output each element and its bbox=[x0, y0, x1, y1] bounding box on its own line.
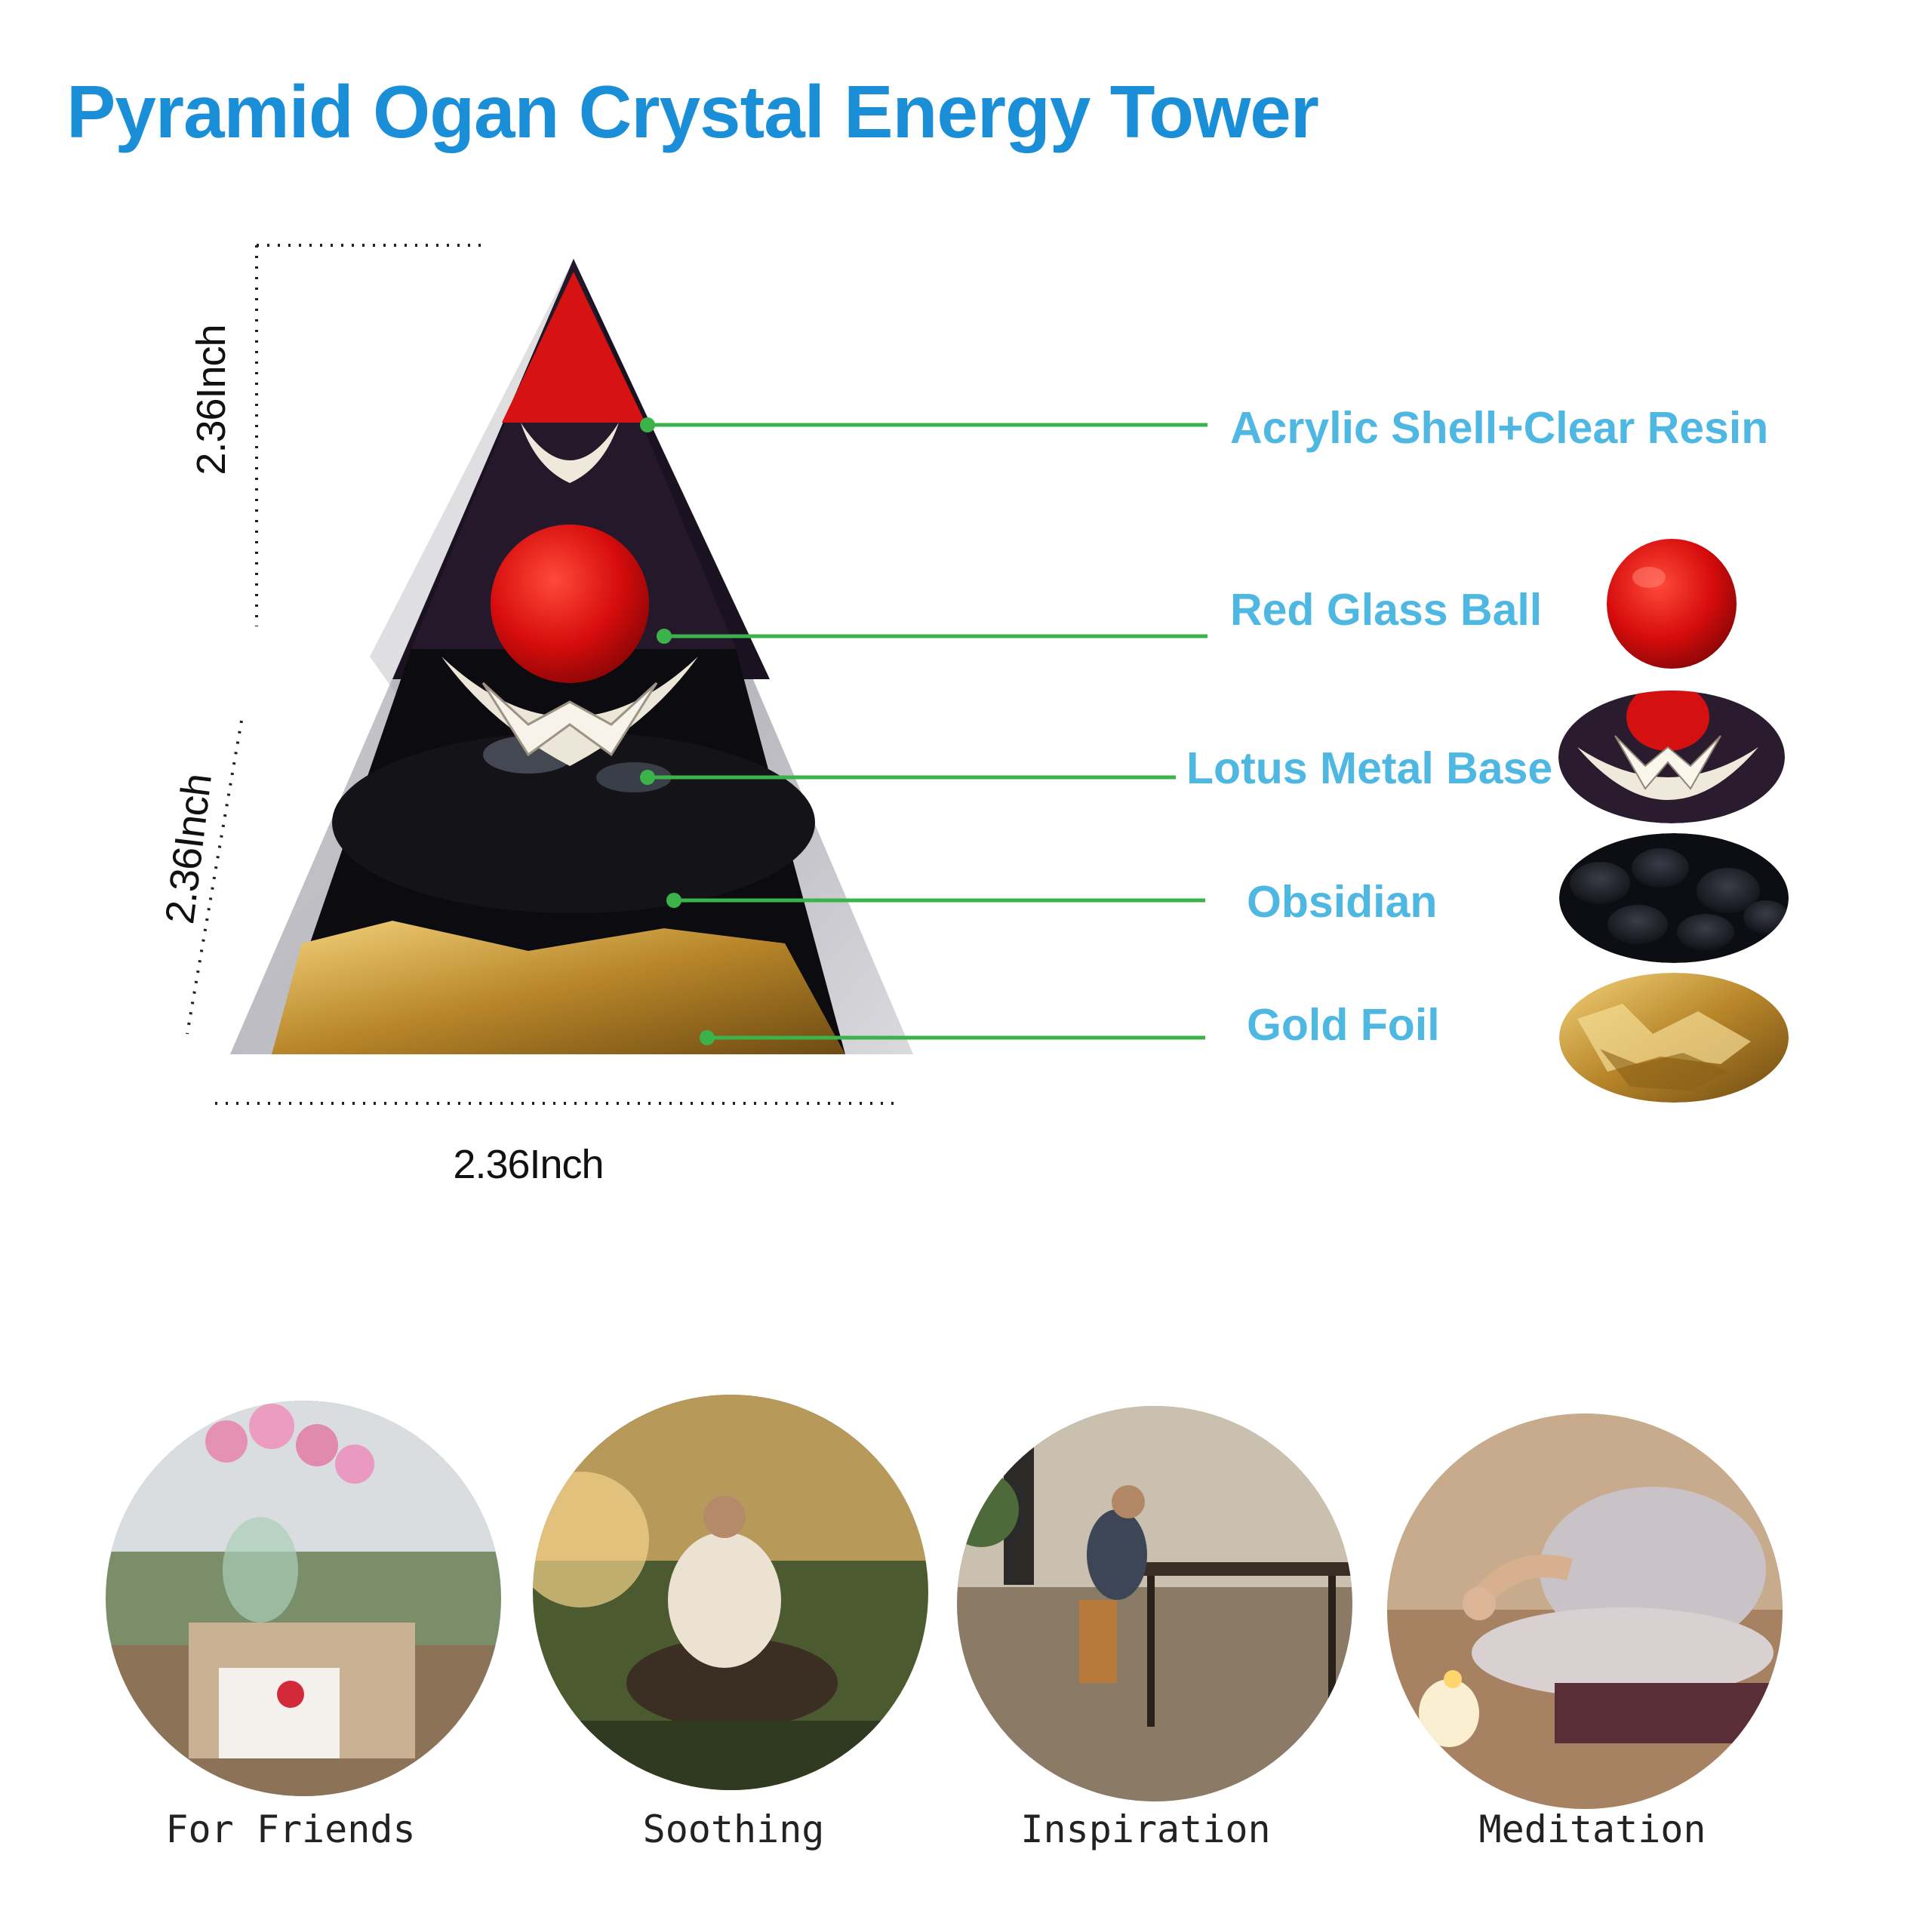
callout-obsidian: Obsidian bbox=[1247, 877, 1438, 927]
pyramid-image bbox=[230, 259, 913, 1054]
leader-dots bbox=[640, 417, 715, 1045]
dimension-lines bbox=[186, 244, 902, 1105]
use-photo-soothing bbox=[533, 1395, 928, 1790]
callout-red-glass-ball: Red Glass Ball bbox=[1230, 585, 1543, 635]
page-title: Pyramid Ogan Crystal Energy Tower bbox=[66, 70, 1319, 153]
use-photo-meditation bbox=[1387, 1414, 1783, 1809]
use-photo-inspiration bbox=[957, 1406, 1352, 1801]
width-dimension-label: 2.36Inch bbox=[453, 1142, 604, 1187]
use-label-inspiration: Inspiration bbox=[1020, 1807, 1271, 1851]
red-glass-ball-icon bbox=[1607, 539, 1737, 669]
use-label-meditation: Meditation bbox=[1478, 1807, 1706, 1851]
use-photo-for-friends bbox=[106, 1401, 501, 1796]
gold-foil-icon bbox=[1559, 973, 1789, 1103]
callout-gold-foil: Gold Foil bbox=[1247, 1000, 1440, 1050]
lotus-base-icon bbox=[1558, 691, 1785, 823]
height-dimension-label: 2.36Inch bbox=[189, 325, 234, 475]
callout-lotus-metal-base: Lotus Metal Base bbox=[1186, 743, 1553, 793]
obsidian-stones-icon bbox=[1559, 833, 1789, 963]
callout-acrylic-shell: Acrylic Shell+Clear Resin bbox=[1230, 403, 1769, 453]
use-label-for-friends: For Friends bbox=[165, 1807, 416, 1851]
leader-lines bbox=[648, 423, 1208, 1040]
use-label-soothing: Soothing bbox=[642, 1807, 825, 1851]
